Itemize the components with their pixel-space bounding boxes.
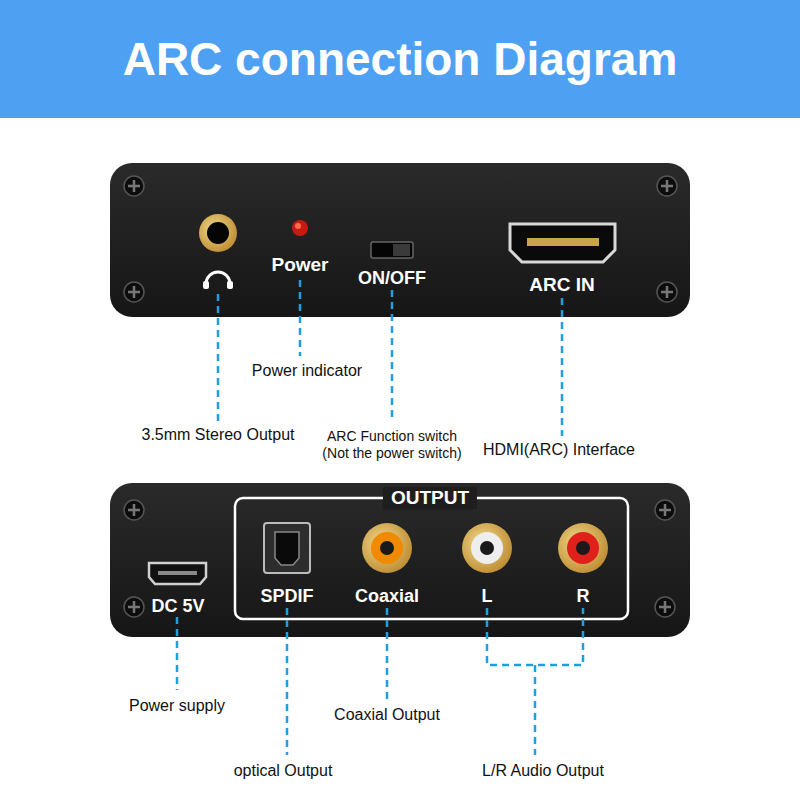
panel-label: ARC IN [529, 274, 594, 296]
output-frame [235, 498, 628, 619]
title: ARC connection Diagram [123, 33, 678, 86]
panel-label: Power [271, 254, 328, 276]
callout-label: Power indicator [252, 362, 362, 380]
rear-panel [110, 483, 690, 637]
drawing-part [176, 617, 179, 690]
drawing-part [534, 665, 537, 755]
leader-lines [177, 280, 583, 755]
port-label: Coaxial [355, 586, 419, 607]
title-band [0, 0, 800, 118]
drawing-part [558, 523, 608, 573]
optical-port [264, 523, 310, 573]
optical-port-door [275, 532, 299, 565]
port-label: DC 5V [151, 596, 204, 617]
frame-heading: OUTPUT [383, 487, 477, 509]
jack-hole [207, 222, 229, 244]
callout-label: optical Output [234, 762, 333, 780]
drawing-part [380, 541, 394, 555]
arc-switch-knob [393, 244, 410, 256]
right-jack [558, 523, 608, 573]
callout-label: Coaxial Output [334, 706, 440, 724]
screw-slots [128, 180, 673, 298]
callout-label: HDMI(ARC) Interface [483, 441, 635, 459]
drawing-part [386, 608, 389, 700]
screws [124, 500, 675, 617]
micro-usb-port [149, 563, 206, 584]
port-label: L [482, 586, 493, 607]
port-label: SPDIF [260, 586, 313, 607]
drawing-part [480, 541, 494, 555]
drawing-part [561, 298, 564, 436]
drawing-part [299, 280, 302, 356]
hdmi-pins [527, 238, 599, 246]
headphone-icon [227, 281, 233, 289]
drawing-part [362, 523, 412, 573]
drawing-part [286, 608, 289, 755]
drawing-part [128, 504, 671, 613]
headphone-jack [199, 214, 237, 252]
headphone-icon [206, 272, 230, 284]
micro-usb-tongue [158, 571, 197, 575]
drawing-part [471, 532, 503, 564]
arc-switch [371, 242, 413, 258]
panel-label: ON/OFF [358, 268, 426, 289]
drawing-part [576, 541, 590, 555]
port-label: R [577, 586, 590, 607]
drawing-part [217, 294, 220, 422]
hdmi-port [510, 224, 615, 262]
headphone-icon [203, 281, 209, 289]
drawing-part [371, 532, 403, 564]
drawing-part [567, 532, 599, 564]
power-led [295, 223, 301, 229]
screws [124, 176, 677, 302]
left-jack [462, 523, 512, 573]
front-panel [110, 163, 690, 317]
drawing-part [462, 523, 512, 573]
drawing-part [206, 272, 230, 284]
coaxial-jack [362, 523, 412, 573]
drawing-part [128, 180, 673, 298]
callout-label: L/R Audio Output [482, 762, 604, 780]
callout-label: ARC Function switch [327, 428, 457, 444]
drawing-part [487, 608, 583, 665]
drawing-part [391, 290, 394, 422]
power-led [292, 220, 308, 236]
callout-label: Power supply [129, 697, 225, 715]
callout-label: 3.5mm Stereo Output [142, 426, 295, 444]
callout-label: (Not the power switch) [322, 445, 461, 461]
screw-slots [128, 504, 671, 613]
